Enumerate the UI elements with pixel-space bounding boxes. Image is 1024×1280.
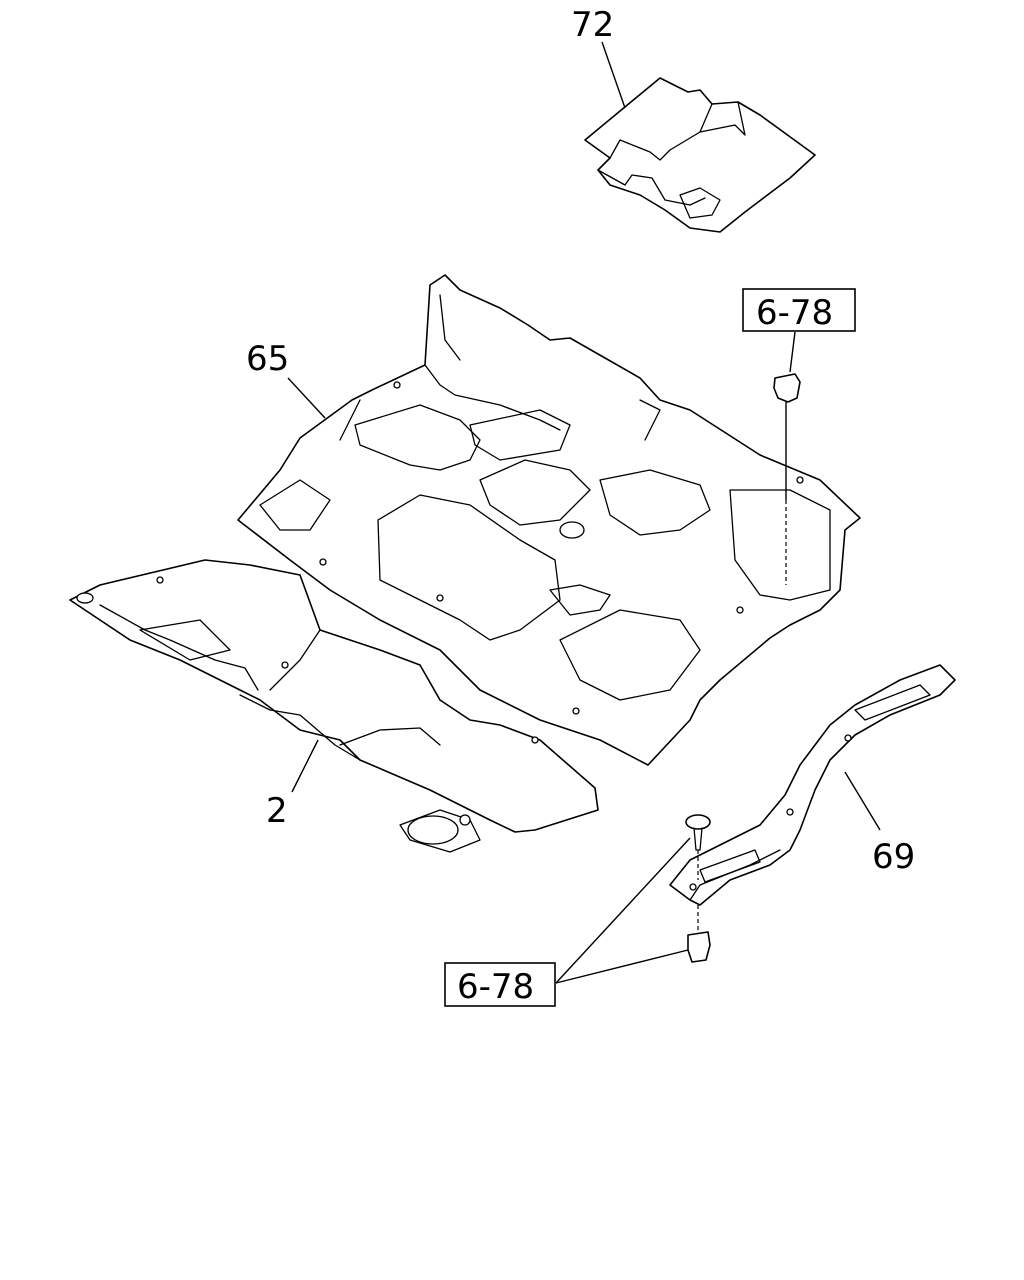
clip-fastener-top: [773, 373, 801, 585]
callout-65: 65: [246, 339, 289, 379]
reference-label-bottom: 6-78: [457, 967, 534, 1007]
screw-fastener: [685, 814, 711, 880]
callout-69: 69: [872, 837, 915, 877]
leader-lines: [287, 41, 881, 984]
part-2-drawing: [69, 559, 599, 853]
callout-2: 2: [266, 791, 288, 831]
part-72-drawing: [584, 77, 816, 233]
reference-box-bottom[interactable]: 6-78: [444, 962, 556, 1007]
part-65-drawing: [237, 274, 861, 766]
part-69-drawing: [669, 664, 956, 906]
callout-72: 72: [571, 5, 614, 45]
reference-box-top[interactable]: 6-78: [742, 288, 856, 333]
clip-fastener-bottom: [687, 905, 711, 963]
reference-label-top: 6-78: [756, 293, 833, 333]
